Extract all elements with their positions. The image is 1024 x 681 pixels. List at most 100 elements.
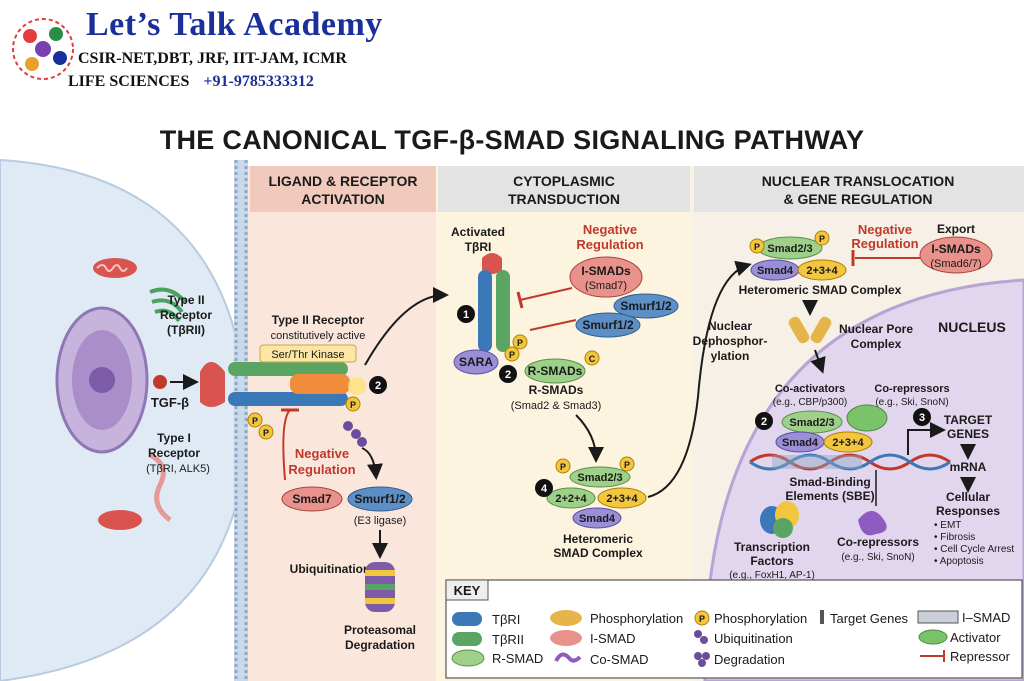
- nuc-c234-mid: 2+3+4: [832, 437, 864, 449]
- type2-active-label-1: Type II Receptor: [272, 313, 365, 327]
- tf-2: Factors: [750, 554, 794, 568]
- cyto-hetero-2: SMAD Complex: [553, 546, 643, 560]
- export-label: Export: [937, 222, 975, 236]
- academy-phone: +91-9785333312: [203, 73, 314, 90]
- step-badge-3: 3: [919, 412, 925, 424]
- nuc-hetero-label: Heteromeric SMAD Complex: [739, 283, 902, 297]
- logo-emblem: [12, 18, 74, 80]
- corep2-2: (e.g., Ski, SnoN): [841, 552, 914, 563]
- cyto-c224: 2+2+4: [555, 493, 587, 505]
- cell-membrane: [234, 160, 248, 681]
- kinase-label: Ser/Thr Kinase: [271, 349, 344, 361]
- cell-nucleus-organelle: [55, 306, 149, 454]
- target-2: GENES: [947, 427, 989, 441]
- key-degr: Degradation: [714, 652, 785, 667]
- academy-subject-line: LIFE SCIENCES +91-9785333312: [68, 73, 314, 91]
- sara-label: SARA: [459, 355, 493, 369]
- pore-label-2: Complex: [851, 337, 902, 351]
- type1-label-1: Type I: [157, 431, 191, 445]
- type1-receptor-bar: [228, 392, 348, 406]
- panel-ligand-title-1: LIGAND & RECEPTOR: [268, 173, 417, 189]
- cyto-smurf-label-2: Smurf1/2: [582, 318, 634, 332]
- key-rsmad: R-SMAD: [492, 651, 543, 666]
- p-badge: P: [263, 428, 269, 438]
- key-phos1: Phosphorylation: [590, 611, 683, 626]
- step-badge-2: 2: [505, 369, 511, 381]
- key-title: KEY: [454, 583, 481, 598]
- type2-label-1: Type II: [167, 293, 204, 307]
- type2-label-3: (TβRII): [167, 323, 205, 337]
- mitochondrion-icon-2: [98, 510, 142, 530]
- neg-reg-label-1: Negative: [295, 446, 349, 461]
- nuc-smad23-mid: Smad2/3: [789, 417, 834, 429]
- key-activator: Activator: [950, 630, 1001, 645]
- type1-label-3: (TβRI, ALK5): [146, 463, 210, 475]
- panel-header-nuclear: NUCLEAR TRANSLOCATION & GENE REGULATION: [694, 166, 1024, 212]
- activated-label-2: TβRI: [465, 240, 492, 254]
- cyto-smad4-label: Smad4: [579, 513, 616, 525]
- transcription-factor-icon: [760, 501, 799, 538]
- panel-cyto-title-1: CYTOPLASMIC: [513, 173, 615, 189]
- nucleus-label: NUCLEUS: [938, 319, 1006, 335]
- academy-subject: LIFE SCIENCES: [68, 73, 190, 90]
- rsmads-blob-label: R-SMADs: [528, 364, 583, 378]
- nuclear-pore-icon: [788, 316, 832, 344]
- prot-label-2: Degradation: [345, 638, 415, 652]
- resp-item: • Fibrosis: [934, 532, 975, 543]
- ligand-panel: Type II Receptor (TβRII) TGF-β P P P Typ…: [146, 287, 449, 652]
- step-badge-2: 2: [761, 416, 767, 428]
- panel-cyto-title-2: TRANSDUCTION: [508, 191, 620, 207]
- panel-ligand-title-2: ACTIVATION: [301, 191, 384, 207]
- sbe-1: Smad-Binding: [789, 475, 870, 489]
- p-badge: P: [754, 242, 760, 252]
- resp-item: • Cell Cycle Arrest: [934, 544, 1014, 555]
- cell-resp-1: Cellular: [946, 490, 990, 504]
- ubiq-label: Ubiquitination: [290, 562, 371, 576]
- nuclear-panel: Smad2/3 P P Smad4 2+3+4 Heteromeric SMAD…: [693, 222, 1015, 581]
- p-badge: P: [624, 460, 630, 470]
- key-repressor: Repressor: [950, 649, 1011, 664]
- academy-name: Let’s Talk Academy: [86, 6, 383, 43]
- cyto-smurf-label-1: Smurf1/2: [620, 299, 672, 313]
- mitochondrion-icon: [93, 258, 137, 278]
- cyto-hetero-1: Heteromeric: [563, 532, 633, 546]
- coact-1: Co-activators: [775, 383, 845, 395]
- coact-2: (e.g., CBP/p300): [773, 397, 847, 408]
- p-badge: P: [517, 338, 523, 348]
- sbe-2: Elements (SBE): [785, 489, 874, 503]
- p-badge: P: [509, 350, 515, 360]
- cyto-neg-reg-1: Negative: [583, 222, 637, 237]
- key-ubiq: Ubiquitination: [714, 631, 793, 646]
- nuc-c234-top: 2+3+4: [806, 265, 838, 277]
- nuc-smad23-top: Smad2/3: [767, 243, 812, 255]
- key-ismad: I-SMAD: [590, 631, 636, 646]
- p-badge: P: [560, 462, 566, 472]
- nuc-neg-reg-2: Regulation: [851, 236, 918, 251]
- p-badge: P: [350, 400, 356, 410]
- mrna-label: mRNA: [950, 460, 987, 474]
- e3-label: (E3 ligase): [354, 515, 407, 527]
- tf-3: (e.g., FoxH1, AP-1): [729, 570, 815, 581]
- corep-2: (e.g., Ski, SnoN): [875, 397, 948, 408]
- key-ismad2: I–SMAD: [962, 610, 1010, 625]
- isamds-label-1: I-SMADs: [581, 264, 631, 278]
- c-badge: C: [589, 354, 596, 364]
- isamds-label-2: (Smad7): [585, 280, 627, 292]
- corepressor-icon: [858, 511, 887, 536]
- nuc-isamds-1: I-SMADs: [931, 242, 981, 256]
- dna-helix-icon: [749, 453, 951, 471]
- type2-label-2: Receptor: [160, 308, 212, 322]
- target-1: TARGET: [944, 413, 993, 427]
- type2-receptor-bar: [228, 362, 348, 376]
- proteasome-icon: [365, 562, 395, 612]
- corep2-1: Co-repressors: [837, 535, 919, 549]
- dephos-2: Dephosphor-: [693, 334, 768, 348]
- cyto-c234: 2+3+4: [606, 493, 638, 505]
- nuc-smad4-mid: Smad4: [782, 437, 819, 449]
- step-badge-4: 4: [541, 483, 548, 495]
- nuc-isamds-2: (Smad6/7): [930, 258, 981, 270]
- key-cosmad: Co-SMAD: [590, 652, 649, 667]
- cyto-smad23-label: Smad2/3: [577, 472, 622, 484]
- rsmads-label-2: (Smad2 & Smad3): [511, 400, 601, 412]
- step-badge-1: 1: [463, 309, 469, 321]
